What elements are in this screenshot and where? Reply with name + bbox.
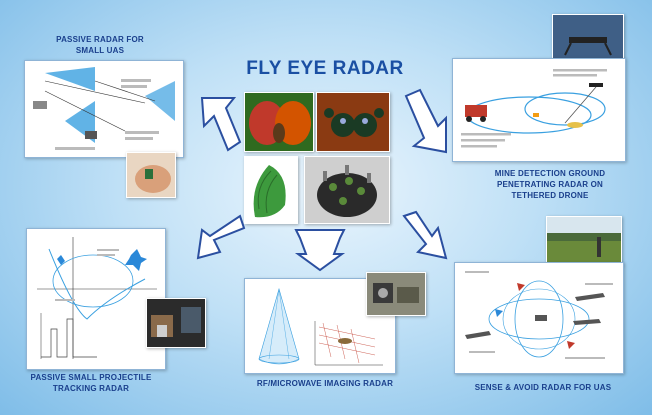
antenna-dome-photo <box>304 156 390 224</box>
projectile-label-line1: PASSIVE SMALL PROJECTILE <box>30 373 152 382</box>
passive-radar-label-line1: PASSIVE RADAR FOR <box>56 35 144 44</box>
passive-radar-diagram <box>24 60 184 158</box>
arrow-to-projectile <box>196 214 246 260</box>
arrow-to-mine-detection <box>404 88 447 154</box>
fly-eye-photo <box>244 92 314 152</box>
imaging-radar-label: RF/MICROWAVE IMAGING RADAR <box>256 379 394 388</box>
sense-avoid-diagram <box>454 262 624 374</box>
lens-array-photo <box>244 156 298 224</box>
passive-radar-label-line2: SMALL UAS <box>75 46 125 55</box>
mine-detection-diagram <box>452 58 626 162</box>
mine-detection-label: MINE DETECTION GROUND PENETRATING RADAR … <box>470 168 630 201</box>
spider-eyes-photo <box>316 92 390 152</box>
projectile-label: PASSIVE SMALL PROJECTILE TRACKING RADAR <box>16 372 166 394</box>
projectile-diagram <box>26 228 166 370</box>
arrow-to-imaging <box>294 229 346 272</box>
arrow-to-sense-avoid <box>402 210 448 260</box>
passive-radar-label: PASSIVE RADAR FOR SMALL UAS <box>40 34 160 56</box>
arrow-to-passive-radar <box>200 97 242 152</box>
equipment-photo <box>366 272 426 316</box>
lab-photo <box>146 298 206 348</box>
projectile-label-line2: TRACKING RADAR <box>52 384 130 393</box>
mine-detection-label-line2: PENETRATING RADAR ON <box>496 180 604 189</box>
hand-sensor-photo <box>126 152 176 198</box>
sense-avoid-label: SENSE & AVOID RADAR FOR UAS <box>474 383 612 392</box>
page-title: FLY EYE RADAR <box>246 58 404 79</box>
field-photo <box>546 216 622 266</box>
mine-detection-label-line3: TETHERED DRONE <box>511 191 589 200</box>
mine-detection-label-line1: MINE DETECTION GROUND <box>494 169 606 178</box>
drone-photo <box>552 14 624 60</box>
